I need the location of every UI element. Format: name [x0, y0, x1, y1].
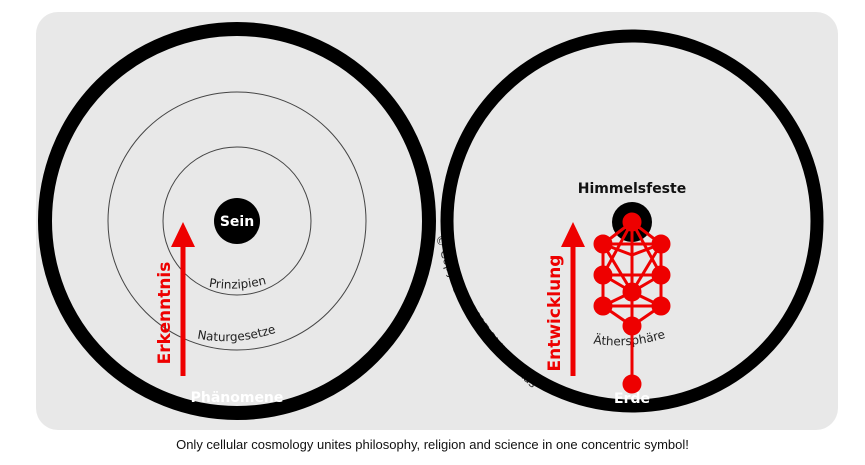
arrow-label-erkenntnis: Erkenntnis	[155, 262, 175, 365]
top-label: Himmelsfeste	[578, 181, 686, 197]
left-cosmos: Sein Prinzipien Naturgesetze Phänomene E…	[38, 22, 436, 420]
right-outer-ring	[440, 29, 824, 413]
center-sein-disc	[214, 198, 260, 244]
inner-thin-ring	[162, 146, 312, 296]
cosmology-diagram: Sein Prinzipien Naturgesetze Phänomene E…	[38, 22, 824, 420]
tree-of-life-icon	[593, 212, 671, 394]
erkenntnis-arrow	[171, 222, 195, 376]
right-cosmos: Himmelsfeste Äthersphäre	[440, 29, 824, 413]
left-outer-ring	[38, 22, 436, 420]
bottom-label: Erde	[614, 391, 650, 407]
center-label: Sein	[220, 214, 254, 230]
diagram-panel	[36, 12, 838, 430]
bottom-label: Phänomene	[191, 390, 284, 406]
outer-thin-ring	[107, 91, 367, 351]
caption: Only cellular cosmology unites philosoph…	[176, 437, 689, 452]
outer-ring-label: Naturgesetze	[196, 322, 277, 344]
inner-ring-label: Prinzipien	[208, 273, 267, 291]
entwicklung-arrow	[561, 222, 585, 376]
arrow-label-entwicklung: Entwicklung	[545, 255, 565, 372]
